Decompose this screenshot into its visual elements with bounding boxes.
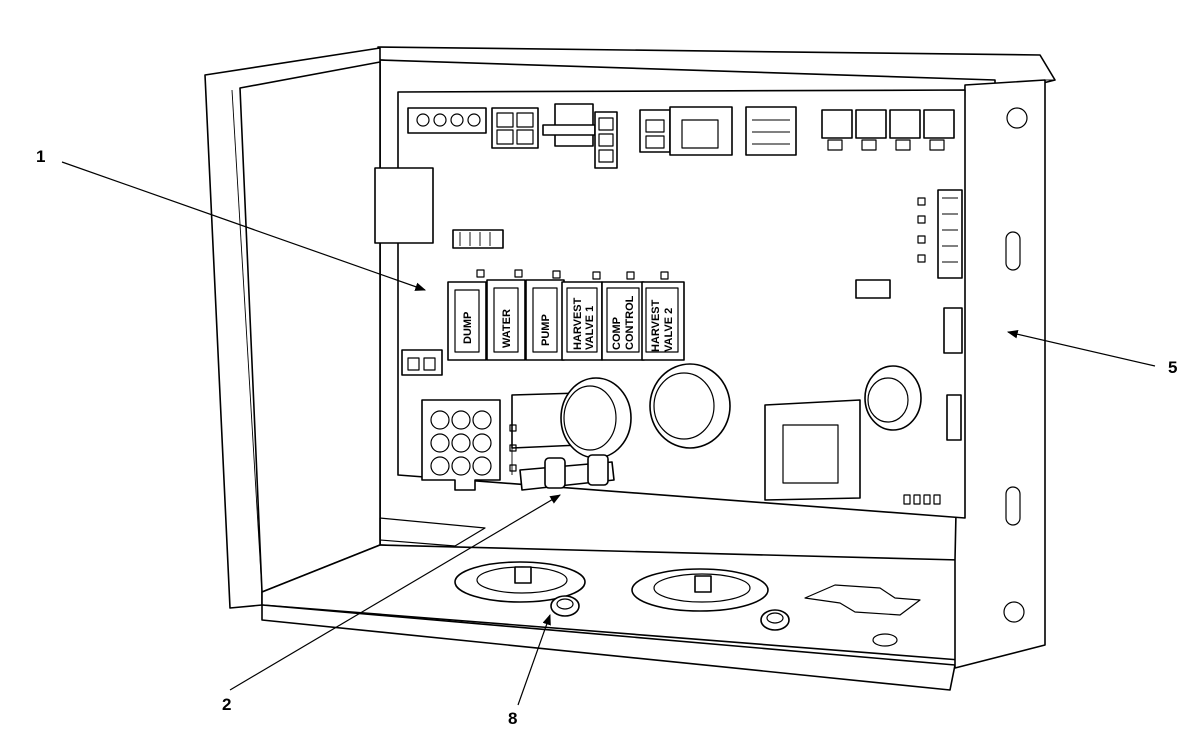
indicator-leds	[903, 197, 941, 505]
callouts: 1 2 5 8	[36, 147, 1177, 728]
relay-label: COMP	[611, 317, 623, 350]
circuit-board: DUMP WATER PUMP HARVEST VALVE 1	[374, 89, 966, 519]
callout-number: 5	[1168, 358, 1177, 377]
relay-label: WATER	[501, 309, 513, 348]
relay-bank: DUMP WATER PUMP HARVEST VALVE 1	[447, 269, 685, 361]
relay-label: CONTROL	[624, 295, 636, 350]
relay-label: HARVEST	[650, 299, 662, 352]
relay-harvest-valve-1: HARVEST VALVE 1	[561, 281, 603, 361]
relay-harvest-valve-2: HARVEST VALVE 2	[641, 281, 685, 361]
mounting-hole-icon	[1003, 107, 1028, 623]
relay-dump: DUMP	[447, 281, 487, 361]
callout-number: 2	[222, 695, 231, 714]
floor-details	[379, 517, 921, 647]
top-connectors	[407, 103, 955, 169]
relay-pump: PUMP	[525, 279, 565, 361]
nine-pin-connector	[421, 399, 501, 491]
relay-label: HARVEST	[572, 297, 584, 350]
callout-1: 1	[36, 147, 427, 291]
relay-label: VALVE 2	[663, 308, 675, 352]
callout-number: 1	[36, 147, 45, 166]
callout-5: 5	[1006, 329, 1177, 377]
capacitor-icon	[511, 363, 922, 459]
grommet-icon	[454, 561, 769, 612]
relay-label: DUMP	[462, 312, 474, 344]
callout-number: 8	[508, 709, 517, 728]
relay-water: WATER	[486, 279, 526, 361]
transformer	[764, 399, 861, 501]
fuse	[509, 424, 615, 491]
relay-comp-control: COMP CONTROL	[601, 281, 645, 361]
relay-label: PUMP	[540, 314, 552, 346]
callout-2: 2	[222, 494, 561, 714]
callout-8: 8	[508, 613, 551, 728]
fitting-icon	[550, 595, 790, 631]
relay-label: VALVE 1	[584, 306, 596, 350]
